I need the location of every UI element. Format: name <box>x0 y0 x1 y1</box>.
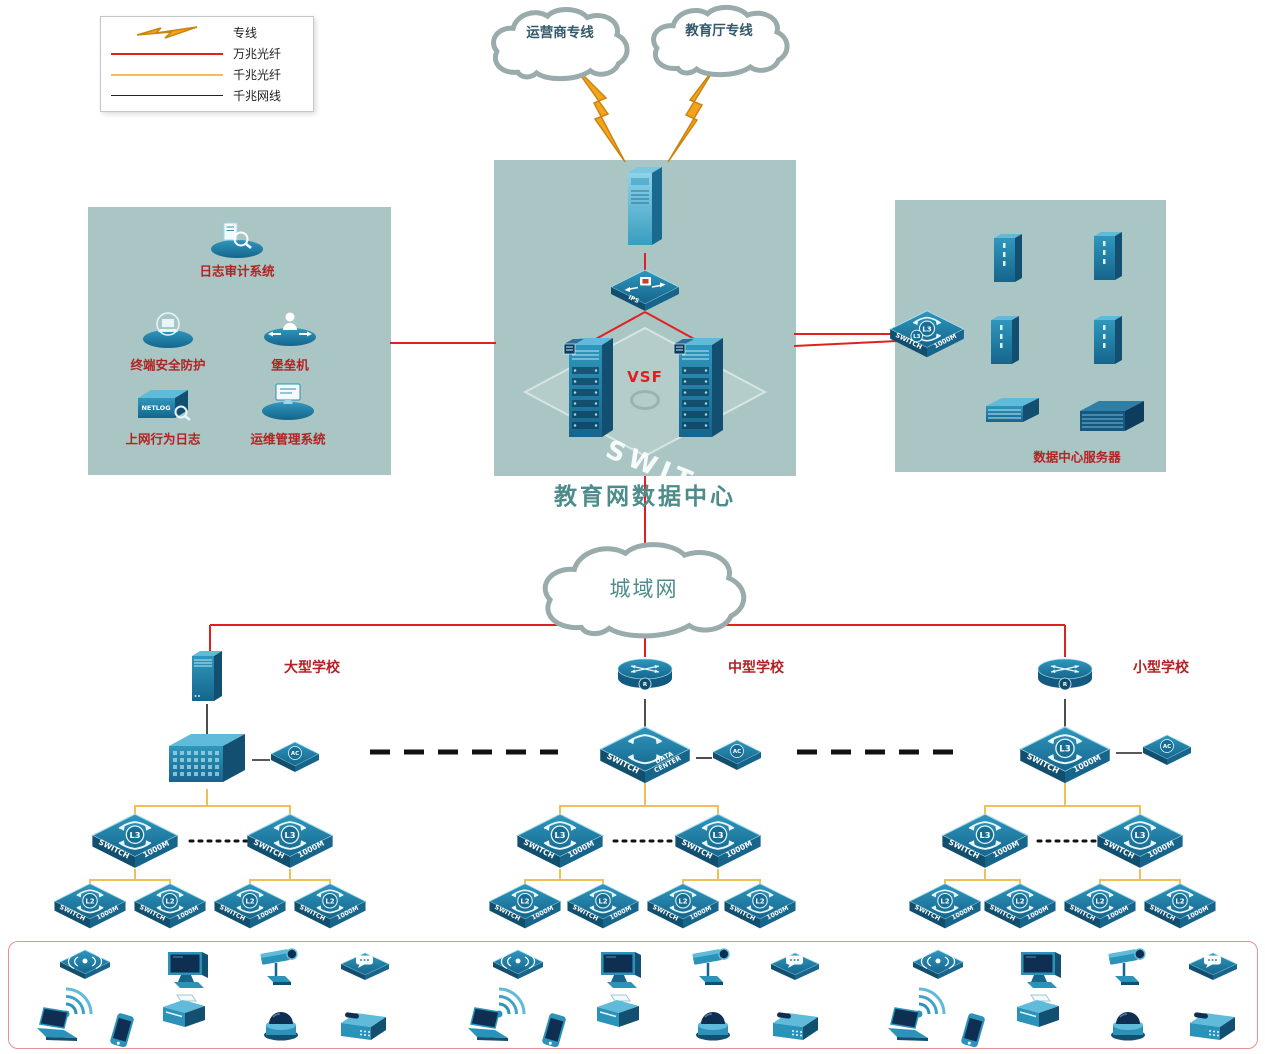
security-item-label: 堡垒机 <box>271 357 309 373</box>
legend-row-dedicated: 专线 <box>109 22 305 43</box>
edu-cloud-shape <box>654 7 788 74</box>
lightning-bolt-left <box>573 65 626 163</box>
medium-school-label: 中型学校 <box>728 660 784 676</box>
vsf-ring <box>630 390 660 410</box>
large-school-label: 大型学校 <box>284 660 340 676</box>
1g-cable-lines <box>206 699 1142 761</box>
isp-cloud-shape <box>494 9 628 78</box>
lightning-bolt-right <box>667 65 717 163</box>
legend-row-10g: 万兆光纤 <box>109 43 305 64</box>
security-item-label: 日志审计系统 <box>199 263 275 279</box>
legend-label: 千兆光纤 <box>233 68 282 82</box>
server-zone-label: 数据中心服务器 <box>1033 449 1121 465</box>
legend-label: 千兆网线 <box>233 89 282 103</box>
1g-fiber-lines <box>89 783 1181 888</box>
edu-cloud-label: 教育厅专线 <box>685 23 753 39</box>
datacenter-title: 教育网数据中心 <box>554 483 736 510</box>
small-school-label: 小型学校 <box>1133 660 1189 676</box>
legend-label: 万兆光纤 <box>233 47 282 61</box>
black-line-swatch <box>111 95 223 96</box>
legend-label: 专线 <box>233 26 258 40</box>
security-item-label: 终端安全防护 <box>130 357 206 373</box>
legend-row-1g-fiber: 千兆光纤 <box>109 64 305 85</box>
security-item-label: 运维管理系统 <box>250 431 326 447</box>
vsf-label: VSF <box>627 368 663 386</box>
red-line-swatch <box>111 52 223 55</box>
security-item-label: 上网行为日志 <box>125 431 201 447</box>
man-cloud-shape <box>545 545 744 636</box>
legend-row-1g-cable: 千兆网线 <box>109 85 305 106</box>
man-cloud-label: 城域网 <box>609 577 679 601</box>
isp-cloud-label: 运营商专线 <box>526 25 594 41</box>
legend: 专线 万兆光纤 千兆光纤 千兆网线 <box>100 16 314 112</box>
lightning-icon <box>109 25 225 41</box>
yellow-line-swatch <box>111 73 223 76</box>
